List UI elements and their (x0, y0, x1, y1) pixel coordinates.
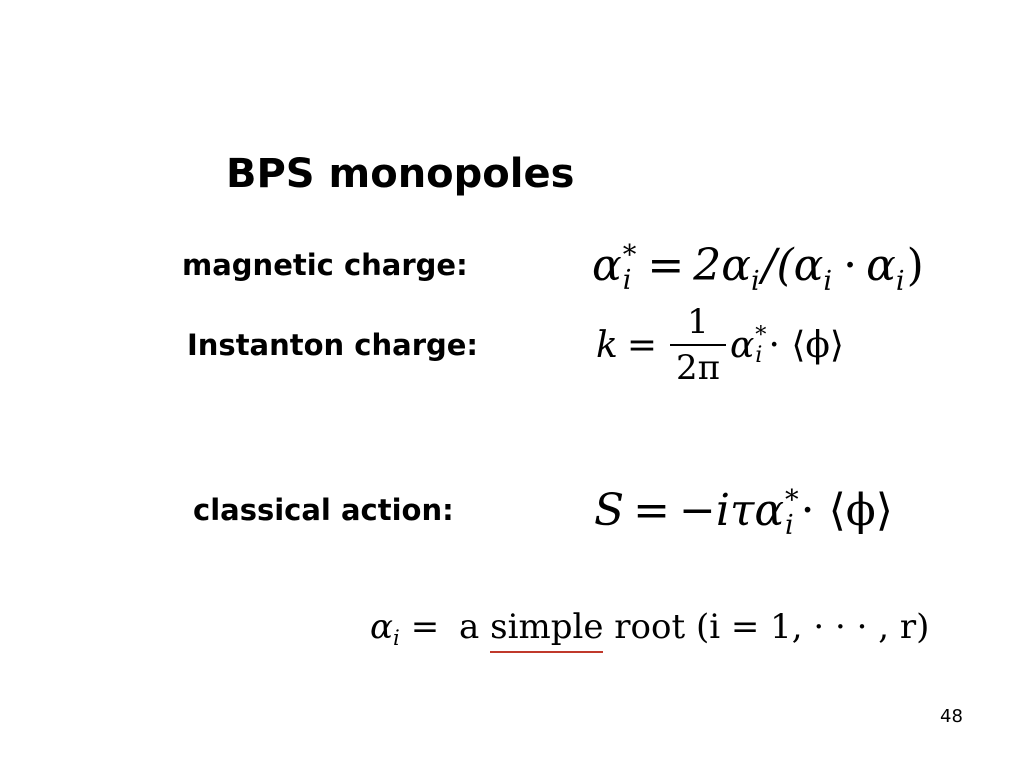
i-subscript: i (823, 265, 833, 297)
word-a: a (459, 607, 480, 647)
star-superscript: * (785, 484, 799, 516)
equals-sign: = (633, 485, 671, 536)
i-subscript: i (750, 265, 760, 297)
equals-sign: = (626, 324, 657, 366)
fraction-numerator: 1 (687, 302, 709, 342)
magnetic-charge-label: magnetic charge: (182, 248, 468, 282)
minus-i-tau-alpha: −iτα (679, 485, 785, 536)
dot-phi-expectation: · ⟨ϕ⟩ (768, 324, 844, 366)
word-simple-underlined: simple (490, 607, 604, 653)
magnetic-charge-equation: α*i=2αi/(αi·αi) (592, 238, 924, 310)
fraction-denominator: 2π (676, 348, 720, 388)
dot-phi-expectation: · ⟨ϕ⟩ (800, 485, 893, 536)
slash-open-alpha: /(α (761, 240, 824, 291)
two-alpha: 2α (693, 240, 751, 291)
simple-root-definition: αi = a simple root (i = 1, · · · , r) (370, 603, 929, 662)
equals-sign: = (410, 607, 440, 647)
fraction: 1 2π (670, 302, 726, 388)
alpha-symbol: α (866, 240, 896, 291)
alpha-symbol: α (370, 607, 393, 647)
alpha-symbol: α (592, 240, 622, 291)
fraction-bar (670, 344, 726, 346)
word-root: root (614, 607, 686, 647)
close-paren: ) (906, 240, 924, 291)
page-number: 48 (940, 706, 963, 727)
superscript-subscript: *i (785, 484, 799, 541)
alpha-symbol: α (729, 324, 755, 366)
i-subscript: i (895, 265, 905, 297)
classical-action-equation: S=−iτα*i· ⟨ϕ⟩ (594, 483, 893, 539)
s-symbol: S (594, 485, 625, 536)
superscript-subscript: *i (622, 239, 637, 296)
i-subscript: i (755, 342, 763, 368)
classical-action-label: classical action: (193, 493, 454, 527)
instanton-charge-equation: k = 1 2π α*i· ⟨ϕ⟩ (596, 300, 844, 390)
dot-operator: · (843, 240, 858, 291)
star-superscript: * (622, 239, 637, 271)
equals-sign: = (647, 240, 685, 291)
star-superscript: * (755, 321, 767, 348)
i-subscript: i (622, 264, 632, 296)
i-subscript: i (392, 625, 400, 651)
slide-title: BPS monopoles (226, 151, 575, 197)
k-symbol: k (596, 324, 618, 366)
i-subscript: i (785, 509, 794, 541)
instanton-charge-label: Instanton charge: (187, 328, 479, 362)
superscript-subscript: *i (755, 321, 767, 368)
index-range: (i = 1, · · · , r) (695, 607, 930, 647)
